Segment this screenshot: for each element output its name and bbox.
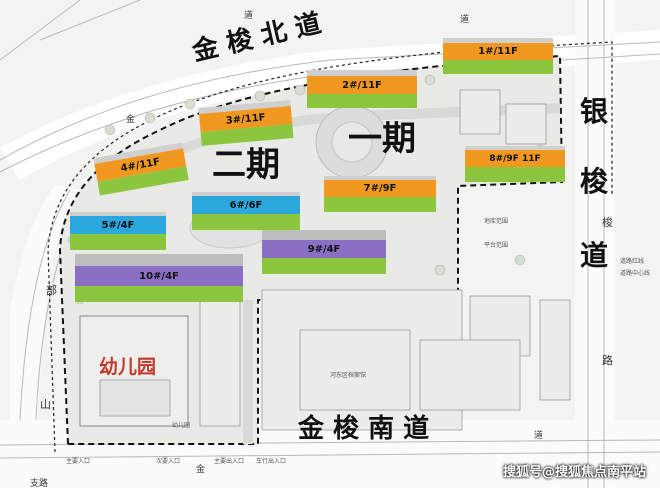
note-platform: 平台范围 (484, 242, 509, 249)
phase-1-label: 一期 (348, 119, 416, 159)
building-10[interactable]: 10#/4F (75, 254, 243, 302)
building-1-label: 1#/11F (478, 46, 518, 57)
building-10-label: 10#/4F (139, 270, 179, 282)
building-5[interactable]: 5#/4F (70, 212, 166, 250)
watermark: 搜狐号@搜狐焦点南平站 (502, 465, 646, 480)
gate-2: 次要入口 (156, 458, 181, 465)
bottom-road-char-3: 支路 (30, 479, 49, 488)
building-1[interactable]: 1#/11F (443, 38, 553, 74)
top-road-char-2: 道 (460, 15, 470, 25)
east-road-label-bottom: 道 (580, 239, 609, 272)
note-basement: 地库范围 (484, 218, 509, 225)
right-road-char-1: 梭 (602, 216, 613, 229)
left-road-char-1: 部 (46, 284, 57, 297)
top-left-char: 金 (126, 115, 136, 125)
note-road-center: 道路中心线 (620, 270, 651, 277)
note-archive: 河东区档案馆 (330, 372, 367, 379)
building-3[interactable]: 3#/11F (198, 100, 294, 146)
gate-3: 主要出入口 (214, 458, 245, 465)
building-8-label: 8#/9F 11F (489, 153, 541, 164)
building-7[interactable]: 7#/9F (324, 176, 436, 212)
building-9-label: 9#/4F (307, 243, 341, 255)
kindergarten-label: 幼儿园 (99, 356, 157, 378)
red-line (47, 41, 613, 453)
building-7-label: 7#/9F (363, 183, 397, 194)
phase-2-label: 二期 (212, 145, 280, 185)
building-2-label: 2#/11F (342, 79, 382, 91)
gate-4: 车行出入口 (256, 458, 287, 465)
bottom-road-char-2: 金 (196, 465, 206, 475)
right-road-char-2: 路 (602, 354, 613, 367)
west-road-band (10, 185, 80, 420)
south-road-label: 金 梭 南 道 (298, 414, 430, 444)
building-2[interactable]: 2#/11F (307, 70, 417, 108)
top-road-char-1: 道 (244, 11, 254, 21)
left-road-char-2: 山 (40, 398, 51, 411)
east-road-label-mid: 梭 (580, 165, 609, 198)
building-8[interactable]: 8#/9F 11F (465, 146, 565, 182)
building-6-label: 6#/6F (229, 199, 263, 211)
building-3-label: 3#/11F (225, 111, 266, 127)
gate-1: 主要入口 (66, 458, 91, 465)
building-9[interactable]: 9#/4F (262, 230, 386, 274)
building-6[interactable]: 6#/6F (192, 192, 300, 230)
note-road-red: 道路红线 (620, 258, 645, 265)
east-road-label-top: 银 (580, 95, 609, 128)
bottom-road-char-1: 道 (534, 431, 544, 441)
note-kg-entrance: 幼儿园 (172, 422, 191, 429)
east-road-band (575, 0, 615, 488)
building-5-label: 5#/4F (101, 219, 135, 231)
